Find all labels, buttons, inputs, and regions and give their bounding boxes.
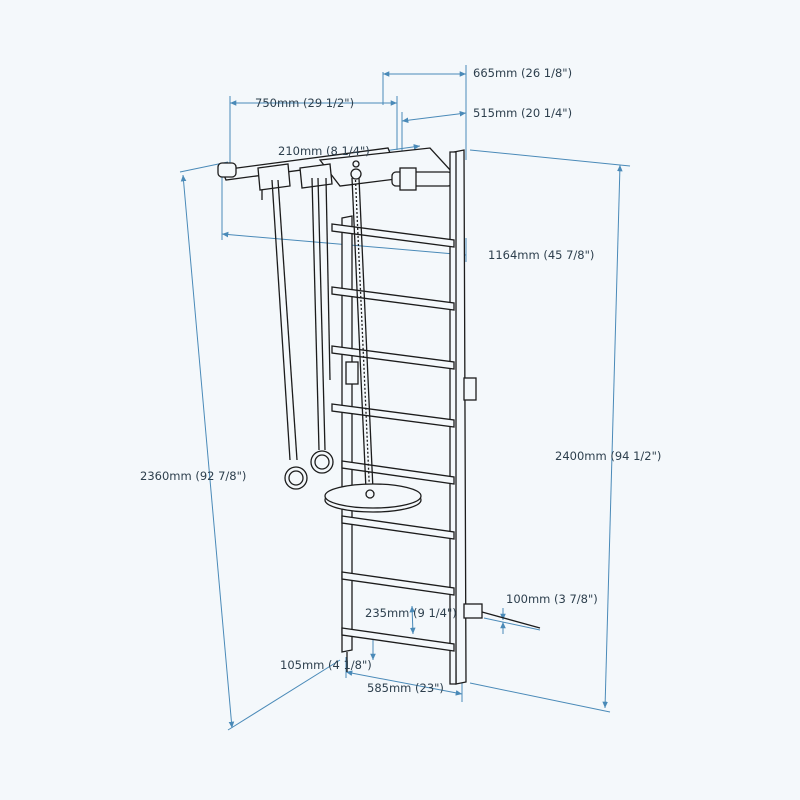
wall-bracket-label: 100mm (3 7/8") <box>506 592 598 606</box>
ladder-width-label: 585mm (23") <box>367 681 444 695</box>
total-height-label: 2400mm (94 1/2") <box>555 449 661 463</box>
rung-spacing-label: 235mm (9 1/4") <box>365 606 457 620</box>
rings-height-label: 2360mm (92 7/8") <box>140 469 246 483</box>
bar-offset-label: 210mm (8 1/4") <box>278 144 370 158</box>
bar-depth-label: 515mm (20 1/4") <box>473 106 572 120</box>
gym-rings <box>271 177 334 490</box>
frame-depth-label: 1164mm (45 7/8") <box>488 248 594 262</box>
top-depth-label: 665mm (26 1/8") <box>473 66 572 80</box>
pull-up-bar <box>217 147 454 200</box>
climbing-rope <box>350 168 374 491</box>
dimension-labels: 665mm (26 1/8") 750mm (29 1/2") 515mm (2… <box>140 66 661 695</box>
bar-width-label: 750mm (29 1/2") <box>255 96 354 110</box>
ladder-rungs <box>331 223 455 652</box>
ladder <box>331 149 541 685</box>
bottom-clearance-label: 105mm (4 1/8") <box>280 658 372 672</box>
dimension-lines <box>179 65 631 731</box>
swing-disc <box>324 483 422 513</box>
